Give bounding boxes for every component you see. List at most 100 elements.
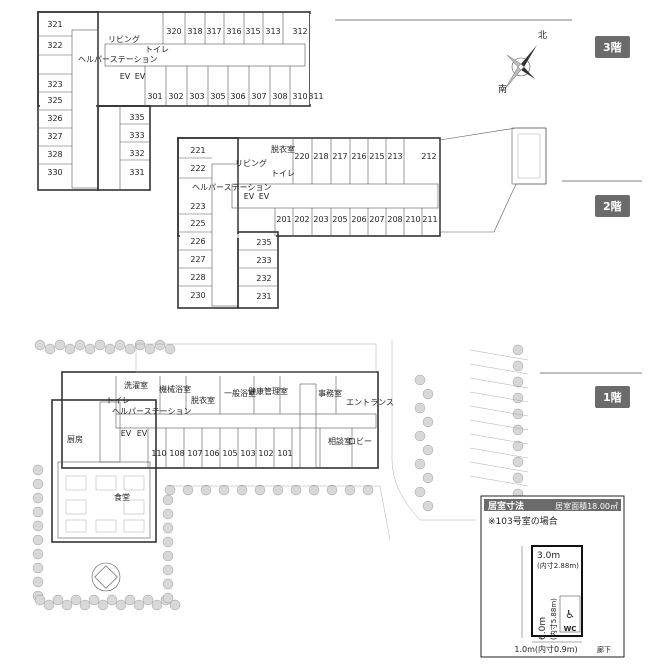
tree-icon <box>512 440 524 452</box>
room-316: 316 <box>226 27 241 36</box>
tree-icon <box>162 564 174 576</box>
room-308: 308 <box>272 92 287 101</box>
room-217: 217 <box>332 152 347 161</box>
room-227: 227 <box>190 255 205 264</box>
room-307: 307 <box>251 92 266 101</box>
f2-ev1: EV <box>244 192 255 201</box>
room-210: 210 <box>405 215 420 224</box>
tree-icon <box>144 343 156 355</box>
tree-icon <box>106 594 118 606</box>
tree-icon <box>32 478 44 490</box>
legend-width: 3.0m <box>537 551 560 561</box>
tree-icon <box>182 484 194 496</box>
f2-helper-label: ヘルパーステーション <box>192 183 271 192</box>
f2-dressing-label: 脱衣室 <box>271 144 295 154</box>
room-230: 230 <box>190 291 205 300</box>
room-208: 208 <box>387 215 402 224</box>
tree-icon <box>512 424 524 436</box>
wheelchair-icon: ♿ <box>565 608 575 621</box>
room-107: 107 <box>187 449 202 458</box>
room-221: 221 <box>190 146 205 155</box>
f1-laundry-label: 洗濯室 <box>124 380 148 390</box>
tree-icon <box>32 562 44 574</box>
room-320: 320 <box>166 27 181 36</box>
tree-icon <box>43 599 55 611</box>
room-327: 327 <box>47 132 62 141</box>
compass-south-label: 南 <box>498 83 507 95</box>
room-313: 313 <box>265 27 280 36</box>
tree-icon <box>290 484 302 496</box>
room-205: 205 <box>332 215 347 224</box>
tree-icon <box>32 520 44 532</box>
room-101: 101 <box>277 449 292 458</box>
room-108: 108 <box>169 449 184 458</box>
f1-dining-label: 食堂 <box>114 492 130 502</box>
f2-living-label: リビング <box>235 158 267 168</box>
room-312: 312 <box>292 27 307 36</box>
tree-icon <box>422 472 434 484</box>
room-222: 222 <box>190 164 205 173</box>
tree-icon <box>84 343 96 355</box>
legend-width-inner: (内寸2.88m) <box>537 561 579 570</box>
room-311: 311 <box>308 92 323 101</box>
tree-icon <box>200 484 212 496</box>
compass-north-label: 北 <box>538 30 547 41</box>
tree-icon <box>32 506 44 518</box>
tree-icon <box>114 339 126 351</box>
room-220: 220 <box>294 152 309 161</box>
room-325: 325 <box>47 96 62 105</box>
room-317: 317 <box>206 27 221 36</box>
tree-icon <box>88 594 100 606</box>
room-211: 211 <box>422 215 437 224</box>
tree-icon <box>162 494 174 506</box>
f1-ev1: EV <box>121 429 132 438</box>
legend-area: 居室面積18.00㎡ <box>555 501 618 511</box>
landscape-trees <box>32 339 524 611</box>
room-dimension-legend: 居室寸法 居室面積18.00㎡ ※103号室の場合 3.0m (内寸2.88m)… <box>480 495 625 658</box>
room-213: 213 <box>387 152 402 161</box>
room-218: 218 <box>313 152 328 161</box>
floor2-plan: 220 218 217 216 215 213 212 221 222 223 … <box>177 127 547 309</box>
tree-icon <box>94 339 106 351</box>
room-310: 310 <box>292 92 307 101</box>
room-105: 105 <box>222 449 237 458</box>
f1-helper-label: ヘルパーステーション <box>112 407 191 416</box>
f2-toilet-label: トイレ <box>271 169 295 178</box>
room-306: 306 <box>230 92 245 101</box>
tree-icon <box>164 484 176 496</box>
tree-icon <box>32 492 44 504</box>
room-301: 301 <box>147 92 162 101</box>
floor-badge-1: 1階 <box>595 386 630 408</box>
tree-icon <box>414 430 426 442</box>
compass-icon <box>504 45 537 90</box>
legend-title: 居室寸法 <box>488 500 524 512</box>
tree-icon <box>254 484 266 496</box>
tree-icon <box>34 594 46 606</box>
room-202: 202 <box>294 215 309 224</box>
room-303: 303 <box>189 92 204 101</box>
tree-icon <box>512 408 524 420</box>
tree-icon <box>124 343 136 355</box>
room-228: 228 <box>190 273 205 282</box>
room-328: 328 <box>47 150 62 159</box>
room-206: 206 <box>351 215 366 224</box>
room-106: 106 <box>204 449 219 458</box>
room-103: 103 <box>240 449 255 458</box>
room-305: 305 <box>210 92 225 101</box>
tree-icon <box>133 599 145 611</box>
f1-general-bath-label: 一般浴室 <box>224 388 256 398</box>
room-203: 203 <box>313 215 328 224</box>
room-332: 332 <box>129 149 144 158</box>
room-335: 335 <box>129 113 144 122</box>
tree-icon <box>97 599 109 611</box>
tree-icon <box>32 464 44 476</box>
f1-entrance-label: エントランス <box>346 398 394 407</box>
room-331: 331 <box>129 168 144 177</box>
floor-badge-2: 2階 <box>595 195 630 217</box>
legend-wc: WC <box>564 625 577 633</box>
room-322: 322 <box>47 41 62 50</box>
tree-icon <box>79 599 91 611</box>
tree-icon <box>32 548 44 560</box>
f1-lobby-label: ロビー <box>348 437 372 446</box>
